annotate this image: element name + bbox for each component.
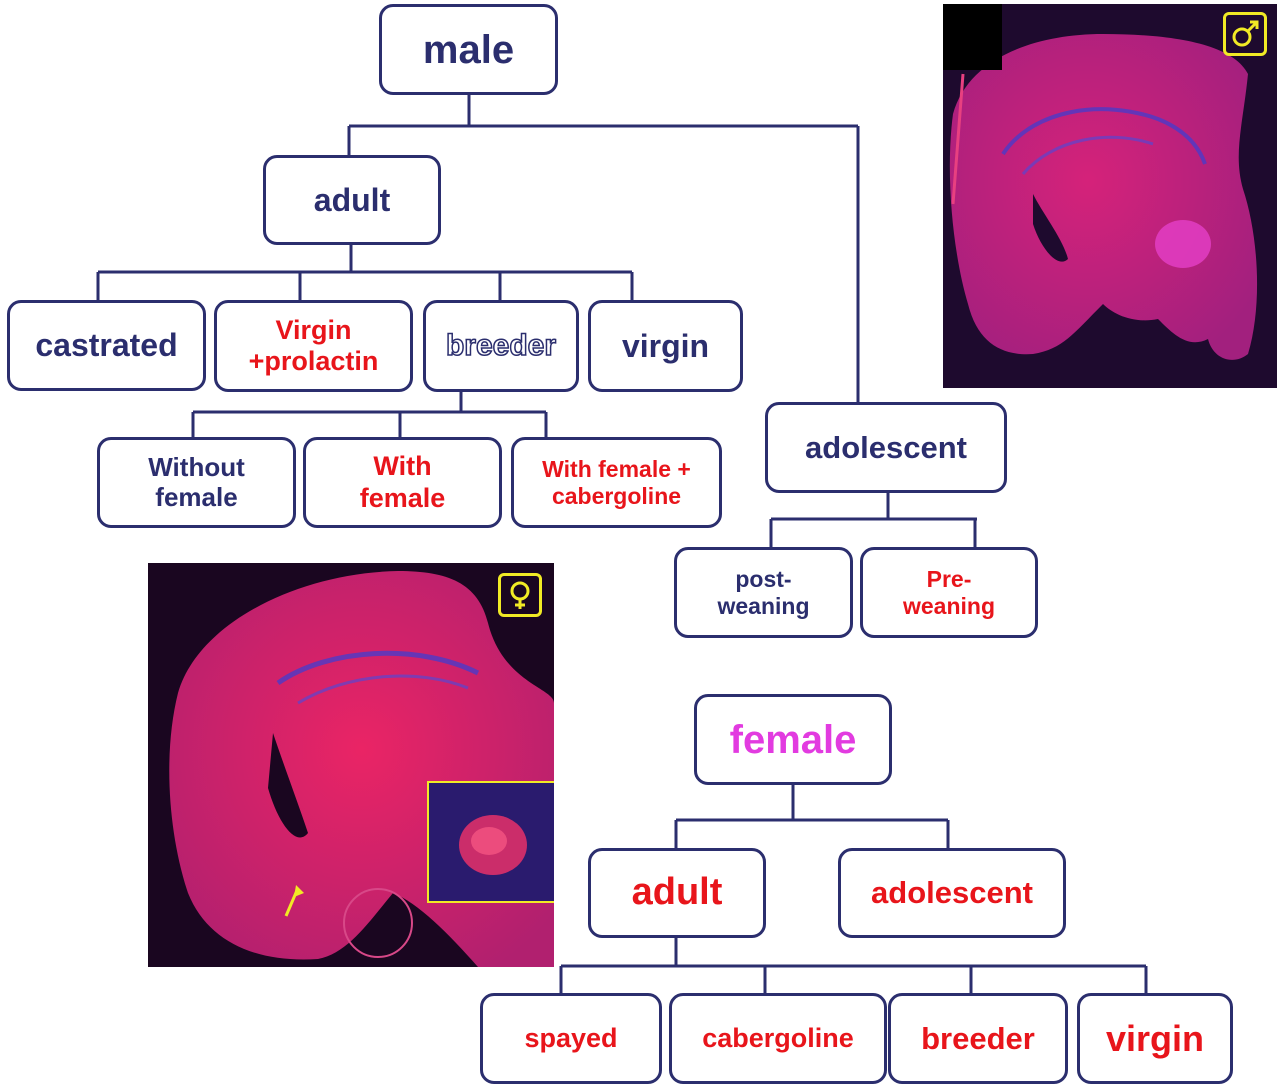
virgin-prolactin-label: Virgin +prolactin [248, 314, 379, 376]
female-root-label: female [729, 717, 857, 762]
male-breeder-node: breeder [423, 300, 579, 392]
black-corner-patch [943, 4, 1002, 70]
inset-zoom-image [427, 781, 554, 903]
with-female-cabergoline-label: With female + cabergoline [542, 456, 691, 509]
female-breeder-label: breeder [921, 1020, 1035, 1056]
spayed-node: spayed [480, 993, 662, 1084]
female-virgin-node: virgin [1077, 993, 1233, 1084]
female-brain-image [148, 563, 554, 967]
without-female-label: Without female [148, 451, 245, 512]
female-root-node: female [694, 694, 892, 785]
female-symbol-icon [498, 573, 542, 617]
male-adolescent-node: adolescent [765, 402, 1007, 493]
male-virgin-node: virgin [588, 300, 743, 392]
male-adolescent-label: adolescent [805, 429, 967, 465]
with-female-cabergoline-node: With female + cabergoline [511, 437, 722, 528]
female-adolescent-label: adolescent [871, 875, 1033, 911]
male-brain-image [943, 4, 1277, 388]
female-adult-node: adult [588, 848, 766, 938]
spayed-label: spayed [524, 1022, 618, 1053]
male-adult-label: adult [313, 181, 391, 218]
male-breeder-label: breeder [445, 328, 557, 362]
cabergoline-label: cabergoline [702, 1022, 854, 1053]
male-symbol-icon [1223, 12, 1267, 56]
male-root-label: male [422, 27, 515, 72]
female-breeder-node: breeder [888, 993, 1068, 1084]
male-root-node: male [379, 4, 558, 95]
virgin-prolactin-node: Virgin +prolactin [214, 300, 413, 392]
with-female-label: With female [359, 451, 446, 513]
female-adult-label: adult [631, 871, 723, 914]
pre-weaning-label: Pre- weaning [902, 566, 995, 619]
cabergoline-node: cabergoline [669, 993, 887, 1084]
post-weaning-label: post- weaning [717, 566, 810, 619]
female-adolescent-node: adolescent [838, 848, 1066, 938]
pre-weaning-node: Pre- weaning [860, 547, 1038, 638]
without-female-node: Without female [97, 437, 296, 528]
female-virgin-label: virgin [1105, 1017, 1204, 1059]
male-adult-node: adult [263, 155, 441, 245]
castrated-node: castrated [7, 300, 206, 391]
post-weaning-node: post- weaning [674, 547, 853, 638]
with-female-node: With female [303, 437, 502, 528]
castrated-label: castrated [35, 327, 178, 364]
male-virgin-label: virgin [621, 327, 710, 364]
